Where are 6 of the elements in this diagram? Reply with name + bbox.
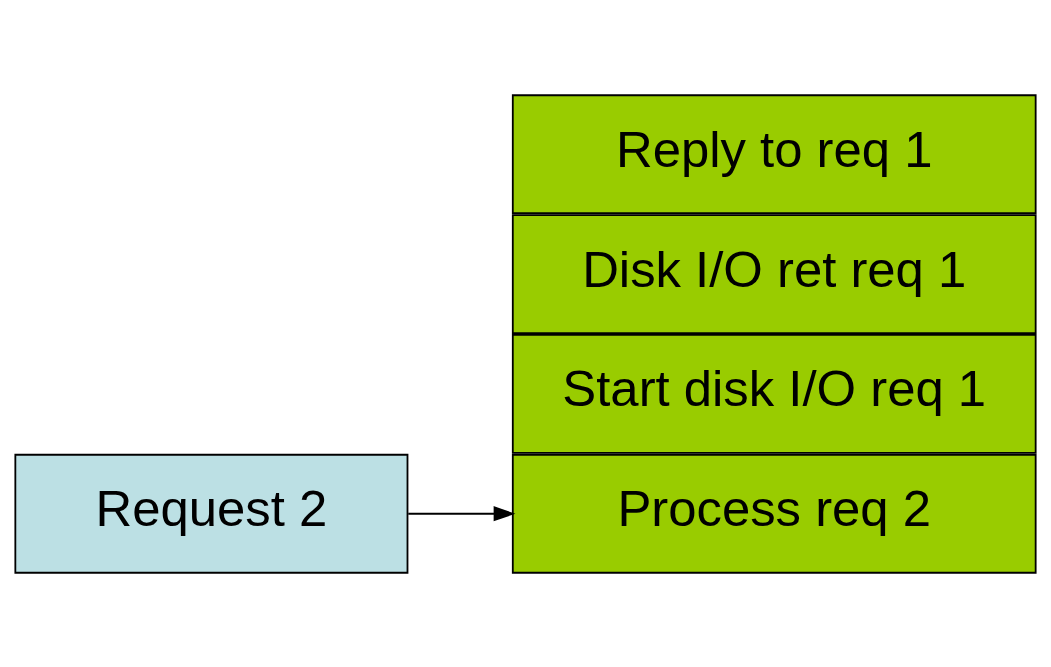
node-box: Disk I/O ret req 1 [511,213,1037,334]
node-box: Process req 2 [511,453,1037,574]
node-box: Reply to req 1 [511,93,1037,214]
node-box: Request 2 [14,453,409,574]
arrow [407,505,516,521]
node-box: Start disk I/O req 1 [511,333,1037,454]
